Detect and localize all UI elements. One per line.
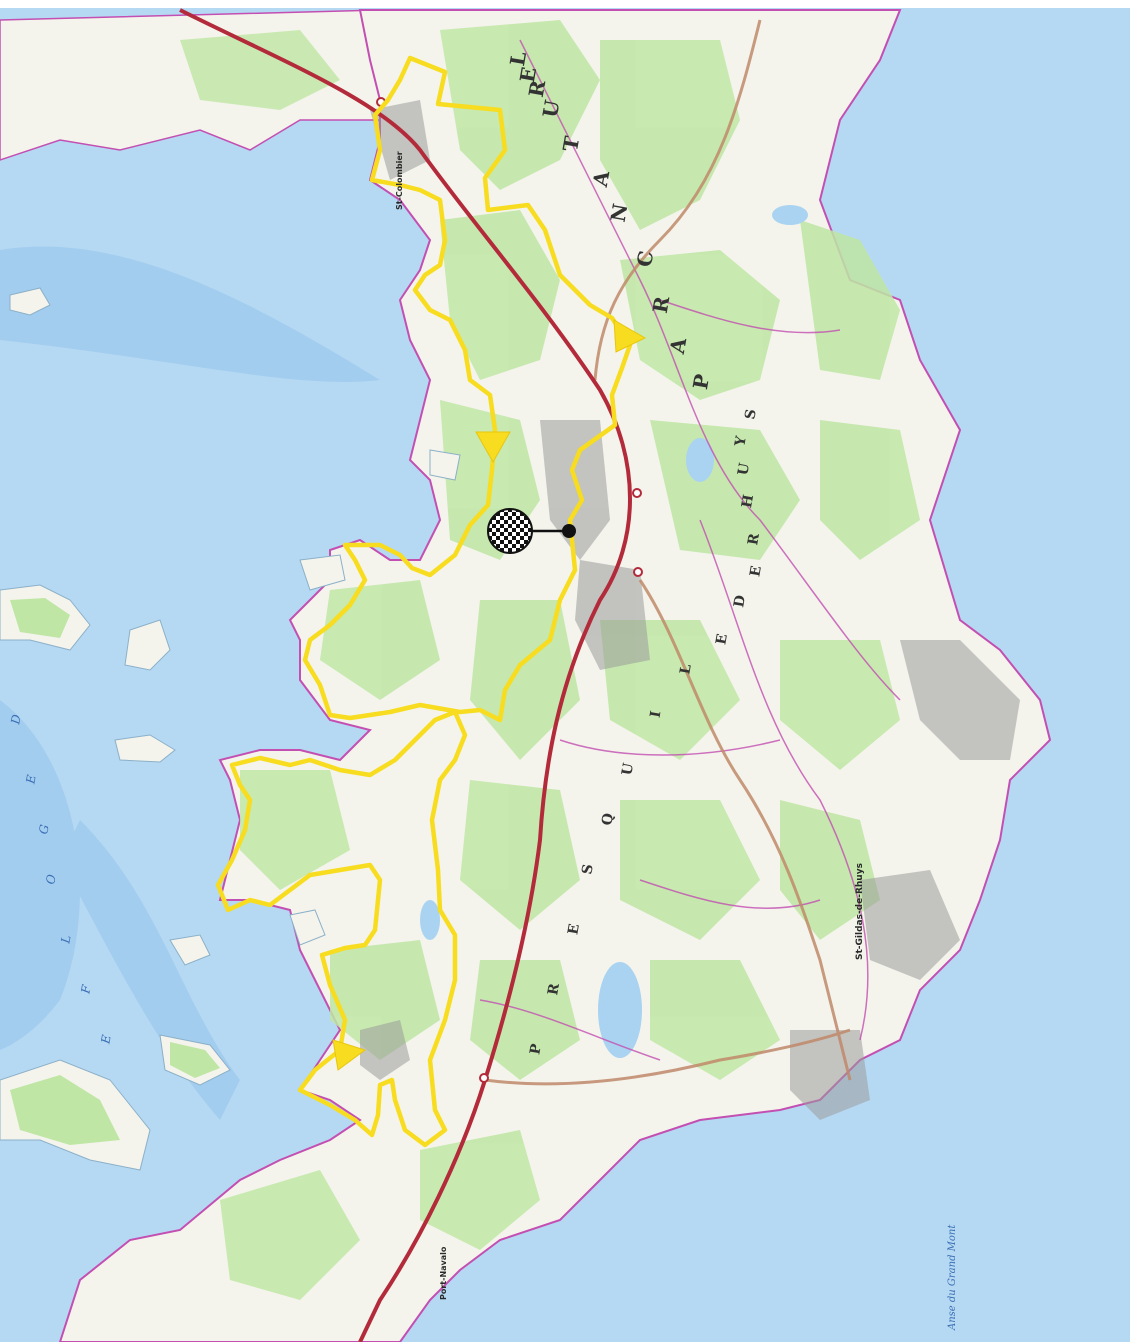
deep-channel (0, 700, 80, 1050)
island-woods (10, 598, 220, 1145)
direction-arrow-icon (332, 1039, 367, 1071)
peninsula-letters-letter: Y (732, 434, 750, 449)
hiking-route (215, 55, 633, 1148)
peninsula-letters-letter: E (565, 923, 583, 936)
peninsula-letters-letter: E (713, 633, 731, 646)
park-letters-letter: E (515, 65, 541, 84)
peninsula-letters-letter: E (747, 565, 765, 578)
start-finish-flag-icon[interactable] (487, 508, 533, 554)
vegetation (220, 20, 920, 1300)
peninsula-letters-letter: Q (599, 812, 617, 827)
peninsula-letters-letter: P (527, 1042, 545, 1056)
commune-boundaries (479, 39, 901, 1061)
direction-arrow-icon (613, 319, 647, 353)
park-letters-letter: A (665, 336, 692, 357)
peninsula-letters-letter: H (739, 493, 757, 509)
gulf-name: D E G O L F E (8, 713, 114, 1046)
gulf-letters-letter: F (78, 983, 94, 995)
park-letters-letter: C (632, 249, 658, 269)
peninsula-letters-letter: S (742, 408, 760, 421)
park-letters-letter: U (538, 98, 565, 119)
peninsula-letters-letter: S (579, 863, 597, 876)
peninsula-letters-letter: D (731, 594, 749, 609)
peninsula-letters-letter: U (735, 462, 753, 477)
park-letters-letter: R (648, 294, 675, 315)
sea-label-anse-grand-mont: Anse du Grand Mont (947, 1224, 958, 1331)
peninsula-letters-letter: I (648, 710, 665, 719)
park-letters-letter: T (558, 134, 584, 153)
park-letters-letter: N (606, 202, 633, 224)
secondary-roads (484, 19, 852, 1086)
park-letters-letter: A (588, 169, 615, 190)
lagoons (420, 205, 808, 1058)
gulf-letters-letter: E (23, 774, 39, 786)
gulf-letters-letter: E (98, 1034, 114, 1046)
park-letters-letter: L (505, 50, 531, 68)
peninsula-letters-letter: L (677, 663, 694, 676)
direction-arrows (332, 319, 647, 1071)
peninsula-letters-letter: R (745, 532, 763, 547)
roundabouts (376, 97, 643, 1083)
park-letters-letter: P (688, 372, 714, 391)
towns (360, 100, 1020, 1120)
deep-channel (0, 246, 380, 382)
place-labels: St-Colombier St-Gildas-de-Rhuys Port-Nav… (395, 151, 958, 1331)
place-label-port-navalo: Port-Navalo (439, 1246, 448, 1300)
start-finish-marker[interactable] (487, 508, 576, 554)
north-shore-woods (180, 30, 340, 110)
gulf-letters-letter: O (43, 873, 59, 885)
gulf-letters-letter: G (36, 823, 52, 835)
place-label-st-colombier: St-Colombier (395, 151, 404, 210)
place-label-st-gildas: St-Gildas-de-Rhuys (855, 863, 865, 960)
park-letters-letter: R (524, 78, 551, 99)
direction-arrow-icon (475, 431, 511, 464)
peninsula-letters-letter: R (545, 982, 563, 997)
gulf-letters-letter: D (8, 713, 24, 726)
gulf-letters-letter: L (58, 934, 73, 945)
peninsula-letters-letter: U (619, 762, 637, 777)
